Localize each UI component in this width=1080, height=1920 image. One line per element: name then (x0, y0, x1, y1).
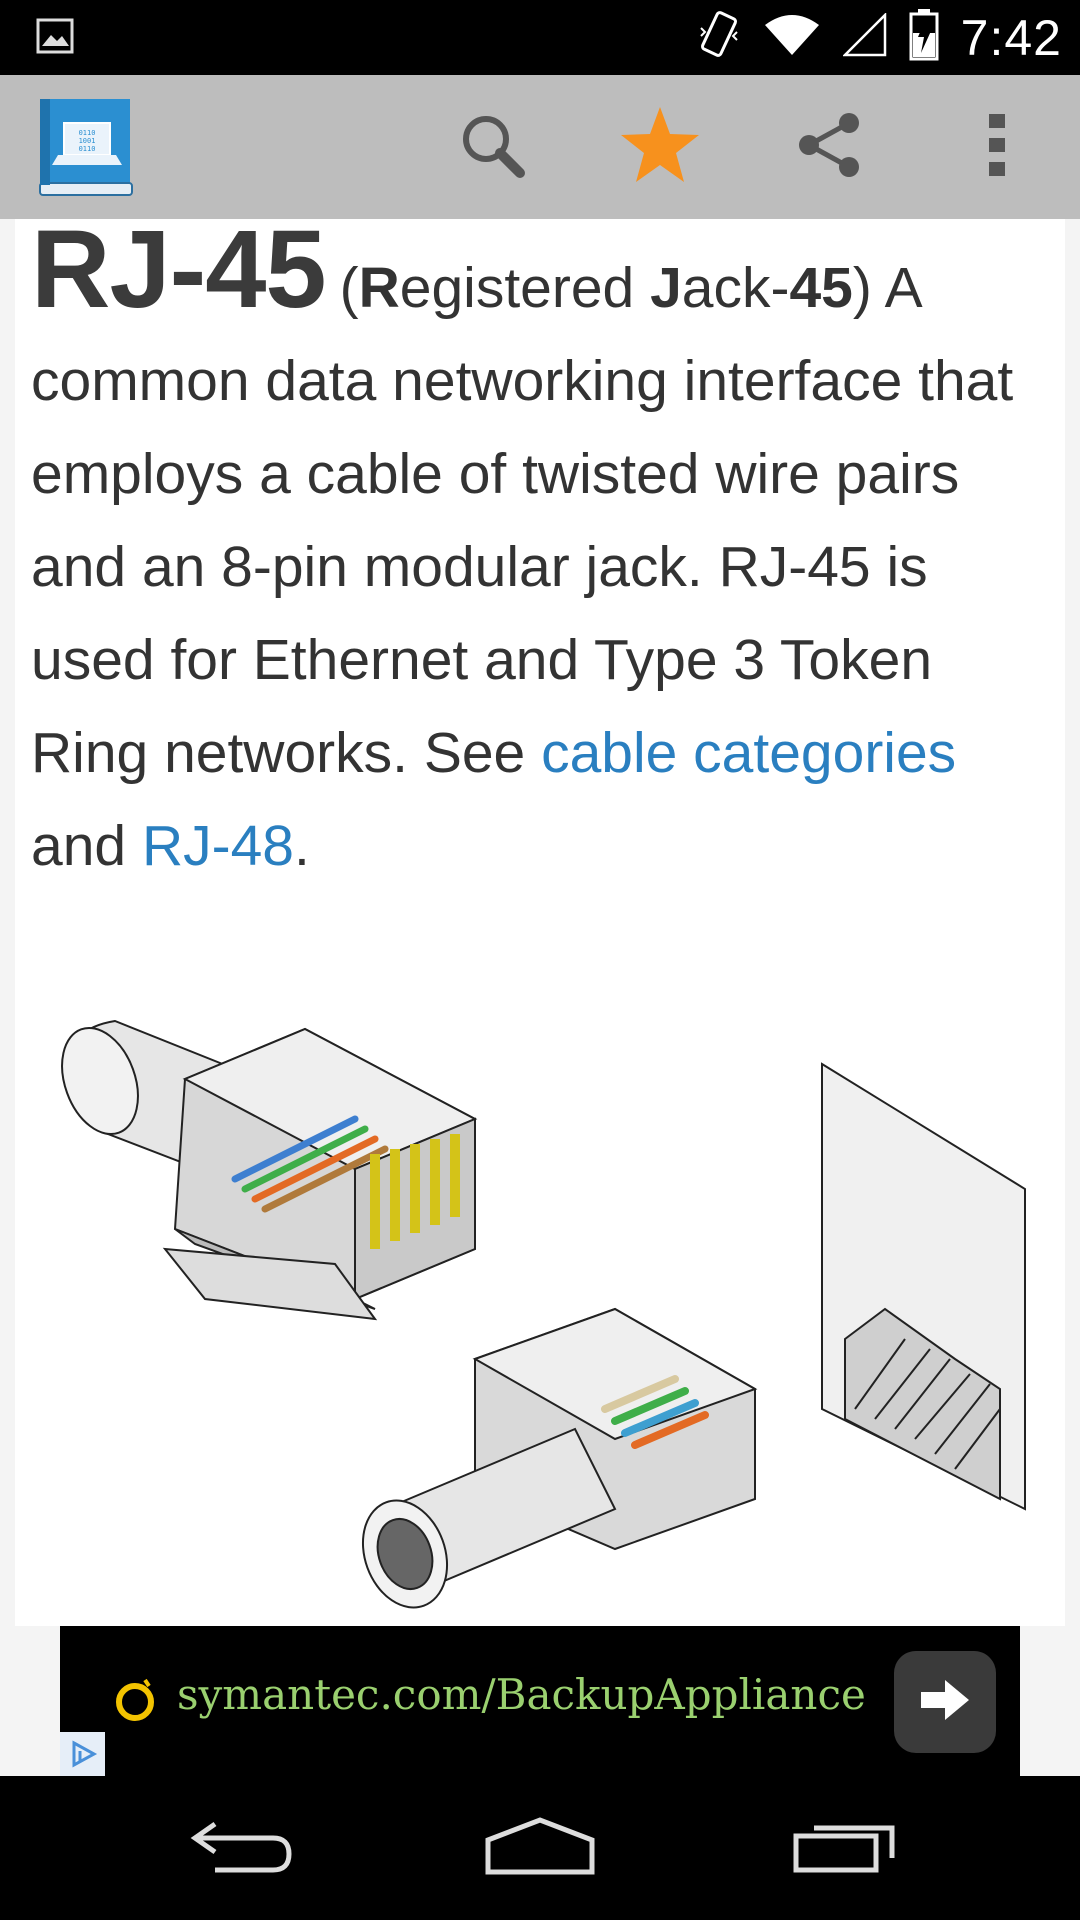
ad-open-button[interactable] (894, 1651, 996, 1753)
abbr-open: ( (339, 256, 359, 320)
image-notification-icon (36, 18, 74, 59)
star-icon (619, 105, 701, 190)
abbr-part: 45 (789, 256, 853, 320)
battery-charging-icon (909, 9, 939, 66)
cell-signal-icon (841, 11, 887, 62)
home-icon (484, 1816, 596, 1881)
term-title: RJ-45 (31, 208, 327, 331)
favorite-button[interactable] (618, 105, 702, 189)
svg-text:0110: 0110 (79, 129, 96, 137)
abbr-close: ) (852, 256, 872, 320)
ad-choices-icon[interactable] (60, 1732, 105, 1776)
cable-categories-link[interactable]: cable categories (541, 721, 957, 785)
vibrate-icon (697, 10, 741, 65)
search-icon (456, 109, 528, 186)
back-button[interactable] (170, 1806, 310, 1890)
rj45-illustration (55, 1009, 1035, 1619)
rj-48-link[interactable]: RJ-48 (141, 814, 294, 878)
back-icon (185, 1816, 295, 1881)
svg-text:1001: 1001 (79, 137, 96, 145)
abbr-part: R (358, 256, 400, 320)
navigation-bar (0, 1776, 1080, 1920)
definition-text: RJ-45(Registered Jack-45) A common data … (31, 215, 1061, 893)
ad-banner[interactable]: symantec.com/BackupAppliance (60, 1626, 1020, 1776)
home-button[interactable] (470, 1806, 610, 1890)
app-bar: 0110 1001 0110 (0, 75, 1080, 219)
ad-link-text[interactable]: symantec.com/BackupAppliance (177, 1670, 866, 1719)
abbr-part: ack- (681, 256, 790, 320)
app-logo-icon[interactable]: 0110 1001 0110 (38, 97, 134, 197)
rj45-jack-illustration (821, 1062, 1026, 1511)
clock: 7:42 (960, 9, 1062, 66)
definition-card: RJ-45(Registered Jack-45) A common data … (15, 215, 1065, 1626)
definition-mid: and (31, 814, 142, 878)
svg-text:0110: 0110 (79, 145, 96, 153)
wifi-icon (763, 13, 821, 62)
overflow-menu-button[interactable] (955, 105, 1039, 189)
definition-end: . (294, 814, 310, 878)
abbr-part: egistered (399, 256, 651, 320)
arrow-right-icon (919, 1678, 971, 1727)
recents-button[interactable] (775, 1806, 915, 1890)
status-bar: 7:42 (0, 0, 1080, 75)
share-button[interactable] (787, 105, 871, 189)
rj45-plug-illustration (361, 1307, 758, 1609)
share-icon (793, 109, 865, 186)
search-button[interactable] (450, 105, 534, 189)
recents-icon (792, 1818, 898, 1879)
symantec-logo-icon (115, 1676, 159, 1727)
definition-body: A common data networking interface that … (31, 256, 1014, 785)
abbr-part: J (650, 256, 682, 320)
rj45-plug-illustration (61, 1019, 478, 1321)
overflow-menu-icon (985, 112, 1009, 183)
